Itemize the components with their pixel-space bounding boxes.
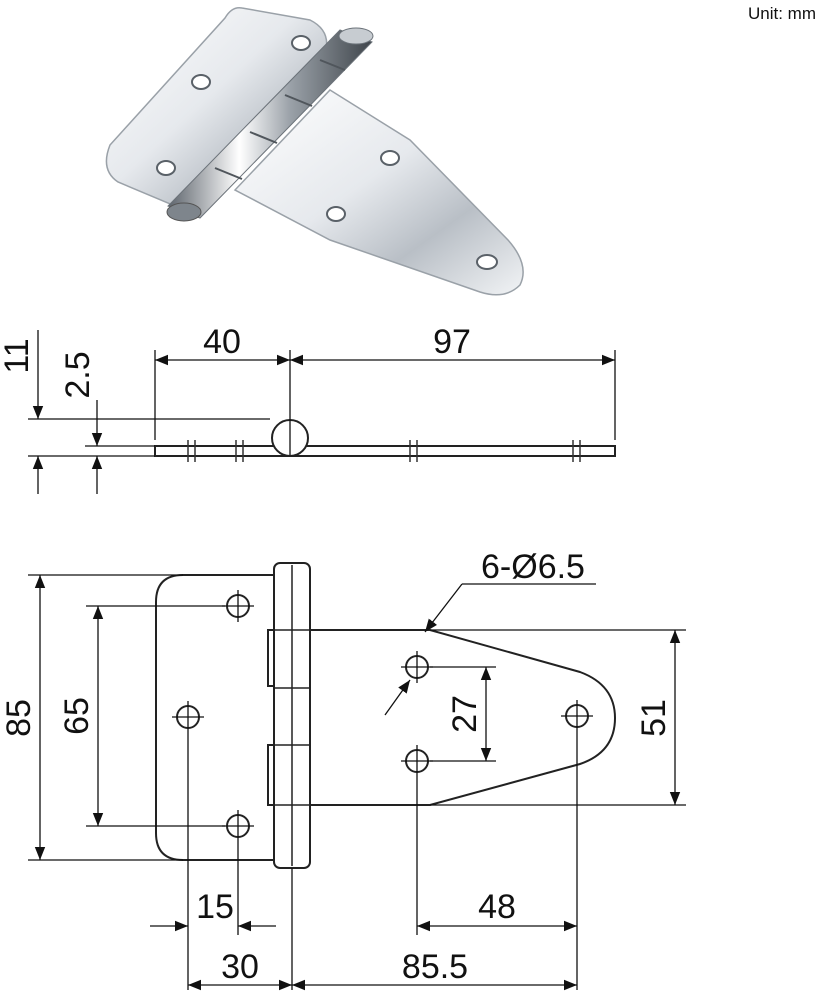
front-right-leaf — [289, 629, 617, 806]
hinge-knuckle — [166, 27, 374, 222]
dim-30: 30 — [221, 948, 259, 986]
hinge-right-leaf — [233, 89, 524, 296]
dim-2-5: 2.5 — [59, 351, 97, 398]
side-view: 40 97 11 2.5 — [0, 323, 616, 494]
dim-27: 27 — [446, 695, 484, 733]
dim-48: 48 — [478, 888, 516, 926]
front-knuckle — [267, 562, 311, 869]
unit-label: Unit: mm — [748, 4, 816, 23]
dim-97: 97 — [433, 323, 471, 361]
dim-85: 85 — [0, 699, 38, 737]
dim-hole-note: 6-Ø6.5 — [481, 548, 585, 586]
hole — [222, 810, 254, 842]
dim-65: 65 — [58, 697, 96, 735]
hole — [401, 651, 433, 683]
hinge-photo-holes — [156, 35, 498, 270]
dim-15: 15 — [196, 888, 234, 926]
hinge-photo — [105, 6, 524, 296]
side-view-plate — [154, 445, 616, 457]
hole — [401, 745, 433, 777]
dim-11: 11 — [0, 338, 36, 373]
dim-51: 51 — [635, 699, 673, 737]
hole — [222, 590, 254, 622]
hole — [561, 700, 593, 732]
dim-40: 40 — [203, 323, 241, 361]
front-view: 85 65 6-Ø6.5 27 51 15 48 — [0, 548, 686, 991]
hole — [172, 701, 204, 733]
front-holes — [172, 590, 593, 842]
dim-85-5: 85.5 — [402, 948, 468, 986]
